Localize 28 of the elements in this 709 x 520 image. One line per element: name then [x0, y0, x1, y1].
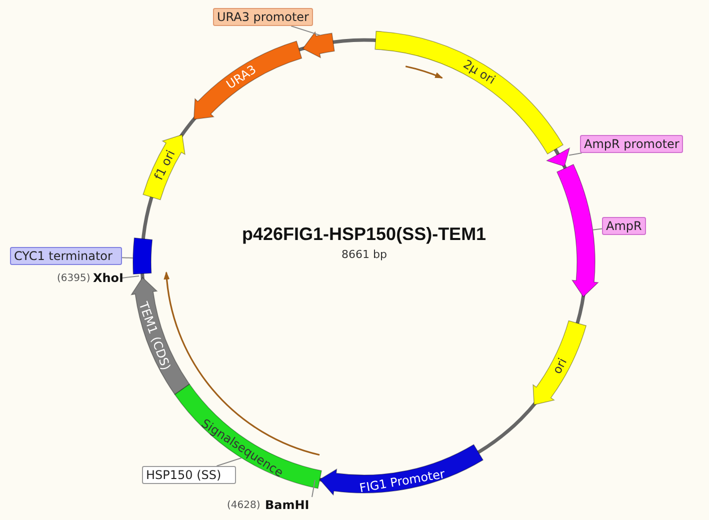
callout-label: AmpR [602, 217, 646, 235]
enzyme-name: XhoI [93, 271, 124, 285]
leader-line [122, 257, 134, 258]
leader-line [290, 26, 320, 36]
enzyme-name: BamHI [265, 498, 310, 512]
plasmid-feature [556, 164, 598, 298]
plasmid-feature [546, 147, 570, 167]
callout-label: URA3 promoter [213, 8, 313, 26]
plasmid-feature [130, 277, 190, 395]
plasmid-feature [302, 32, 335, 58]
feature-label: ori [550, 356, 570, 376]
plasmid-size: 8661 bp [342, 248, 387, 260]
feature-label: f1 ori [151, 148, 178, 182]
leader-line [592, 228, 602, 230]
feature-label: FIG1 Promoter [358, 466, 446, 495]
callout-label: CYC1 terminator [10, 247, 122, 265]
leader-line [568, 152, 582, 156]
feature-label: TEM1 (CDS) [136, 300, 174, 372]
feature-block [132, 238, 153, 274]
callout-label: AmpR promoter [580, 135, 684, 153]
feature-label: 2µ ori [460, 57, 498, 88]
plasmid-feature [194, 40, 302, 120]
plasmid-feature [142, 134, 186, 200]
plasmid-feature [532, 320, 586, 406]
feature-block [374, 30, 564, 154]
site-position: (4628) [227, 500, 260, 510]
plasmid-feature [319, 444, 484, 496]
plasmid-name: p426FIG1-HSP150(SS)-TEM1 [242, 224, 486, 244]
